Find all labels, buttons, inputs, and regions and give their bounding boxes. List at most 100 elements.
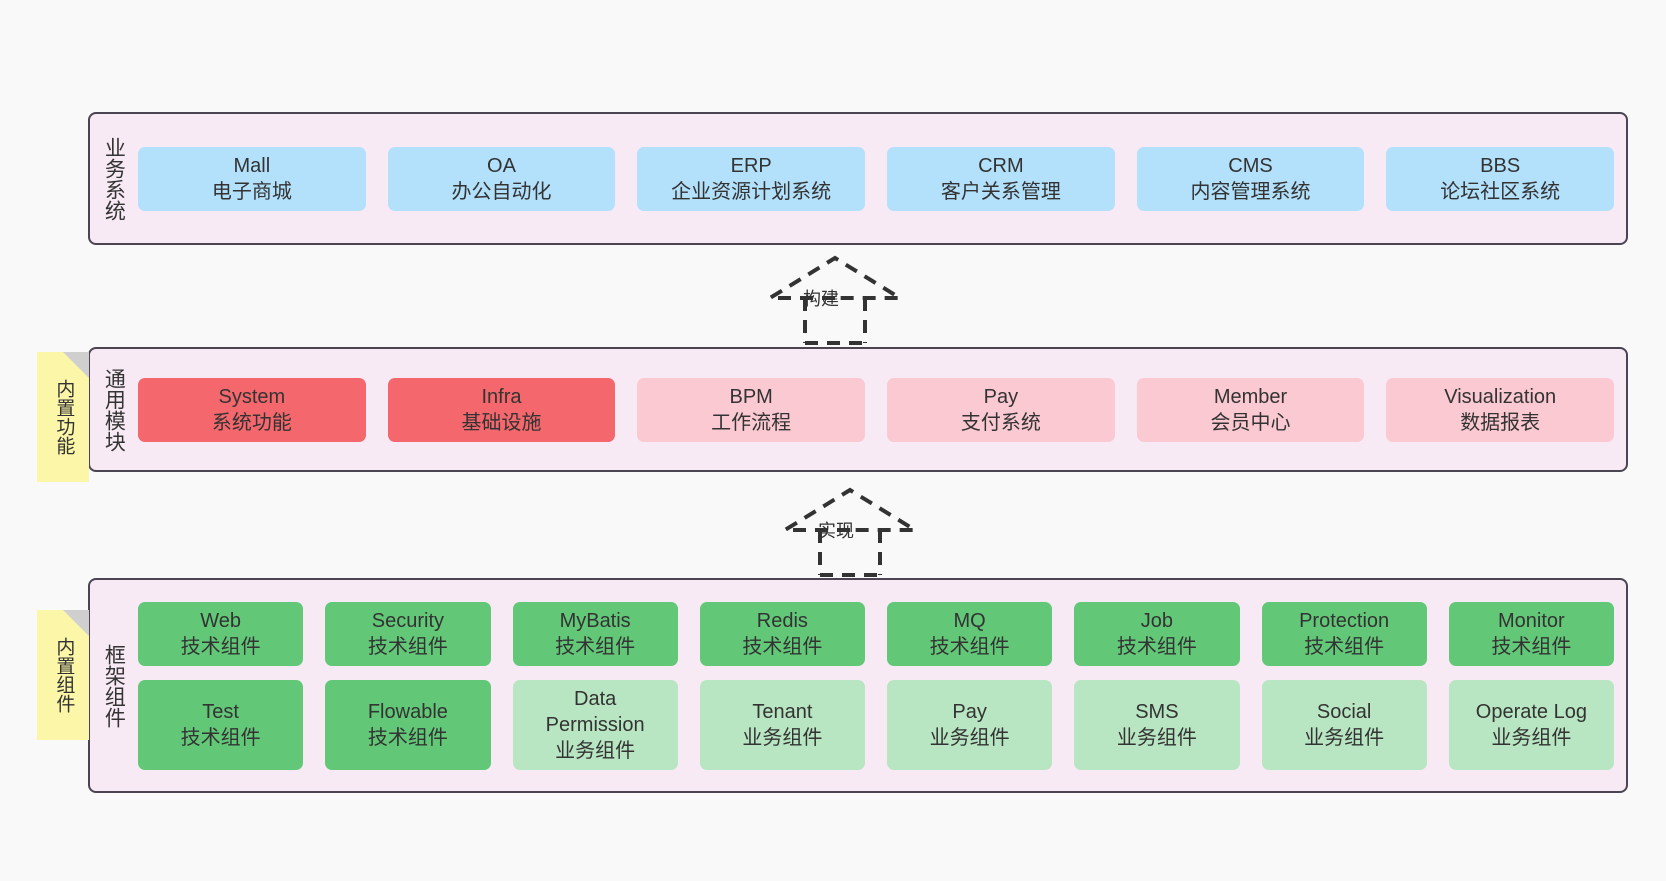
node-mq[interactable]: MQ 技术组件 — [887, 601, 1053, 666]
node-title: Visualization — [1444, 385, 1557, 408]
node-visualization[interactable]: Visualization 数据报表 — [1386, 377, 1615, 442]
node-title: Redis — [756, 609, 808, 632]
node-subtitle: 基础设施 — [461, 411, 542, 434]
layer-business-systems: 业务系统 Mall 电子商城 OA 办公自动化 ERP 企业资源计划系统 CRM… — [88, 112, 1628, 245]
node-subtitle: 论坛社区系统 — [1440, 180, 1561, 203]
node-erp[interactable]: ERP 企业资源计划系统 — [637, 146, 866, 211]
node-title: MyBatis — [559, 609, 631, 632]
node-flowable[interactable]: Flowable 技术组件 — [325, 679, 491, 770]
node-title: Infra — [481, 385, 522, 408]
node-oa[interactable]: OA 办公自动化 — [387, 146, 616, 211]
node-crm[interactable]: CRM 客户关系管理 — [887, 146, 1115, 211]
node-job[interactable]: Job 技术组件 — [1074, 601, 1240, 666]
node-row: System 系统功能 Infra 基础设施 BPM 工作流程 Pay 支付系统… — [138, 377, 1615, 442]
folded-corner-icon — [63, 610, 89, 636]
node-subtitle: 支付系统 — [960, 411, 1041, 434]
node-subtitle: 业务组件 — [555, 739, 636, 762]
node-subtitle: 系统功能 — [211, 411, 292, 434]
node-cms[interactable]: CMS 内容管理系统 — [1136, 146, 1365, 211]
node-title: Flowable — [367, 700, 448, 723]
node-bpm[interactable]: BPM 工作流程 — [637, 377, 866, 442]
implement-arrow-icon — [777, 487, 923, 577]
node-subtitle: 业务组件 — [929, 726, 1010, 749]
node-title: Pay — [952, 700, 987, 723]
node-data-permission[interactable]: Data Permission 业务组件 — [512, 679, 678, 770]
node-security[interactable]: Security 技术组件 — [325, 601, 491, 666]
node-subtitle: 企业资源计划系统 — [671, 180, 832, 203]
node-title: CMS — [1228, 154, 1273, 177]
connector-build: 构建 — [755, 255, 915, 345]
node-title: System — [218, 385, 286, 408]
node-title: Test — [202, 700, 239, 723]
node-title: CRM — [978, 154, 1024, 177]
node-title: Pay — [983, 385, 1019, 408]
node-subtitle: 业务组件 — [742, 726, 823, 749]
node-title: SMS — [1135, 700, 1179, 723]
node-title: Job — [1140, 609, 1173, 632]
node-title-line2: Permission — [545, 713, 645, 736]
layer-body-framework-components: Web 技术组件 Security 技术组件 MyBatis 技术组件 Redi… — [136, 580, 1626, 791]
node-redis[interactable]: Redis 技术组件 — [699, 601, 865, 666]
sticky-note-text: 内置功能 — [53, 379, 75, 455]
node-web[interactable]: Web 技术组件 — [138, 601, 304, 666]
node-subtitle: 技术组件 — [180, 726, 261, 749]
node-title: BBS — [1480, 154, 1521, 177]
connector-label-build: 构建 — [803, 289, 839, 309]
node-bbs[interactable]: BBS 论坛社区系统 — [1386, 146, 1615, 211]
layer-body-common-modules: System 系统功能 Infra 基础设施 BPM 工作流程 Pay 支付系统… — [136, 349, 1626, 470]
node-subtitle: 内容管理系统 — [1190, 180, 1311, 203]
node-monitor[interactable]: Monitor 技术组件 — [1448, 601, 1614, 666]
layer-framework-components: 框架组件 Web 技术组件 Security 技术组件 MyBatis 技术组件… — [88, 578, 1628, 793]
layer-title-business-systems: 业务系统 — [102, 136, 126, 221]
connector-label-implement: 实现 — [818, 521, 854, 541]
node-mall[interactable]: Mall 电子商城 — [138, 146, 366, 211]
node-subtitle: 业务组件 — [1491, 726, 1572, 749]
node-subtitle: 技术组件 — [1491, 635, 1572, 658]
node-row: Test 技术组件 Flowable 技术组件 Data Permission … — [138, 679, 1614, 770]
node-subtitle: 技术组件 — [555, 635, 636, 658]
layer-title-framework-components: 框架组件 — [102, 643, 126, 728]
layer-body-business-systems: Mall 电子商城 OA 办公自动化 ERP 企业资源计划系统 CRM 客户关系… — [136, 114, 1626, 243]
node-subtitle: 技术组件 — [1116, 635, 1197, 658]
node-sms[interactable]: SMS 业务组件 — [1074, 679, 1240, 770]
node-title: Member — [1213, 385, 1288, 408]
sticky-note-builtin-features: 内置功能 — [37, 352, 89, 482]
node-title: MQ — [953, 609, 986, 632]
node-subtitle: 技术组件 — [367, 635, 448, 658]
node-tenant[interactable]: Tenant 业务组件 — [699, 679, 865, 770]
node-operate-log[interactable]: Operate Log 业务组件 — [1448, 679, 1614, 770]
node-title: Operate Log — [1475, 700, 1587, 723]
node-subtitle: 工作流程 — [711, 411, 792, 434]
node-subtitle: 技术组件 — [1304, 635, 1385, 658]
node-title: Social — [1316, 700, 1372, 723]
node-title: Protection — [1299, 609, 1390, 632]
node-row: Mall 电子商城 OA 办公自动化 ERP 企业资源计划系统 CRM 客户关系… — [138, 146, 1615, 211]
node-pay[interactable]: Pay 支付系统 — [887, 377, 1115, 442]
node-pay-business[interactable]: Pay 业务组件 — [887, 679, 1053, 770]
node-subtitle: 客户关系管理 — [940, 180, 1061, 203]
layer-common-modules: 通用模块 System 系统功能 Infra 基础设施 BPM 工作流程 Pay… — [88, 347, 1628, 472]
node-subtitle: 业务组件 — [1116, 726, 1197, 749]
node-system[interactable]: System 系统功能 — [138, 377, 366, 442]
node-subtitle: 技术组件 — [367, 726, 448, 749]
node-subtitle: 业务组件 — [1304, 726, 1385, 749]
connector-implement: 实现 — [770, 487, 930, 577]
node-subtitle: 技术组件 — [180, 635, 261, 658]
node-subtitle: 办公自动化 — [451, 180, 552, 203]
sticky-note-text: 内置组件 — [53, 637, 75, 713]
node-test[interactable]: Test 技术组件 — [138, 679, 304, 770]
node-title: Data — [574, 687, 617, 710]
node-title: Web — [200, 609, 241, 632]
node-title: ERP — [730, 154, 772, 177]
node-social[interactable]: Social 业务组件 — [1261, 679, 1427, 770]
node-subtitle: 会员中心 — [1210, 411, 1291, 434]
node-infra[interactable]: Infra 基础设施 — [387, 377, 616, 442]
folded-corner-icon — [63, 352, 89, 378]
node-mybatis[interactable]: MyBatis 技术组件 — [512, 601, 678, 666]
sticky-note-builtin-components: 内置组件 — [37, 610, 89, 740]
layer-title-common-modules: 通用模块 — [102, 367, 126, 452]
node-title: Monitor — [1498, 609, 1565, 632]
node-protection[interactable]: Protection 技术组件 — [1261, 601, 1427, 666]
node-subtitle: 电子商城 — [211, 180, 292, 203]
node-member[interactable]: Member 会员中心 — [1136, 377, 1365, 442]
